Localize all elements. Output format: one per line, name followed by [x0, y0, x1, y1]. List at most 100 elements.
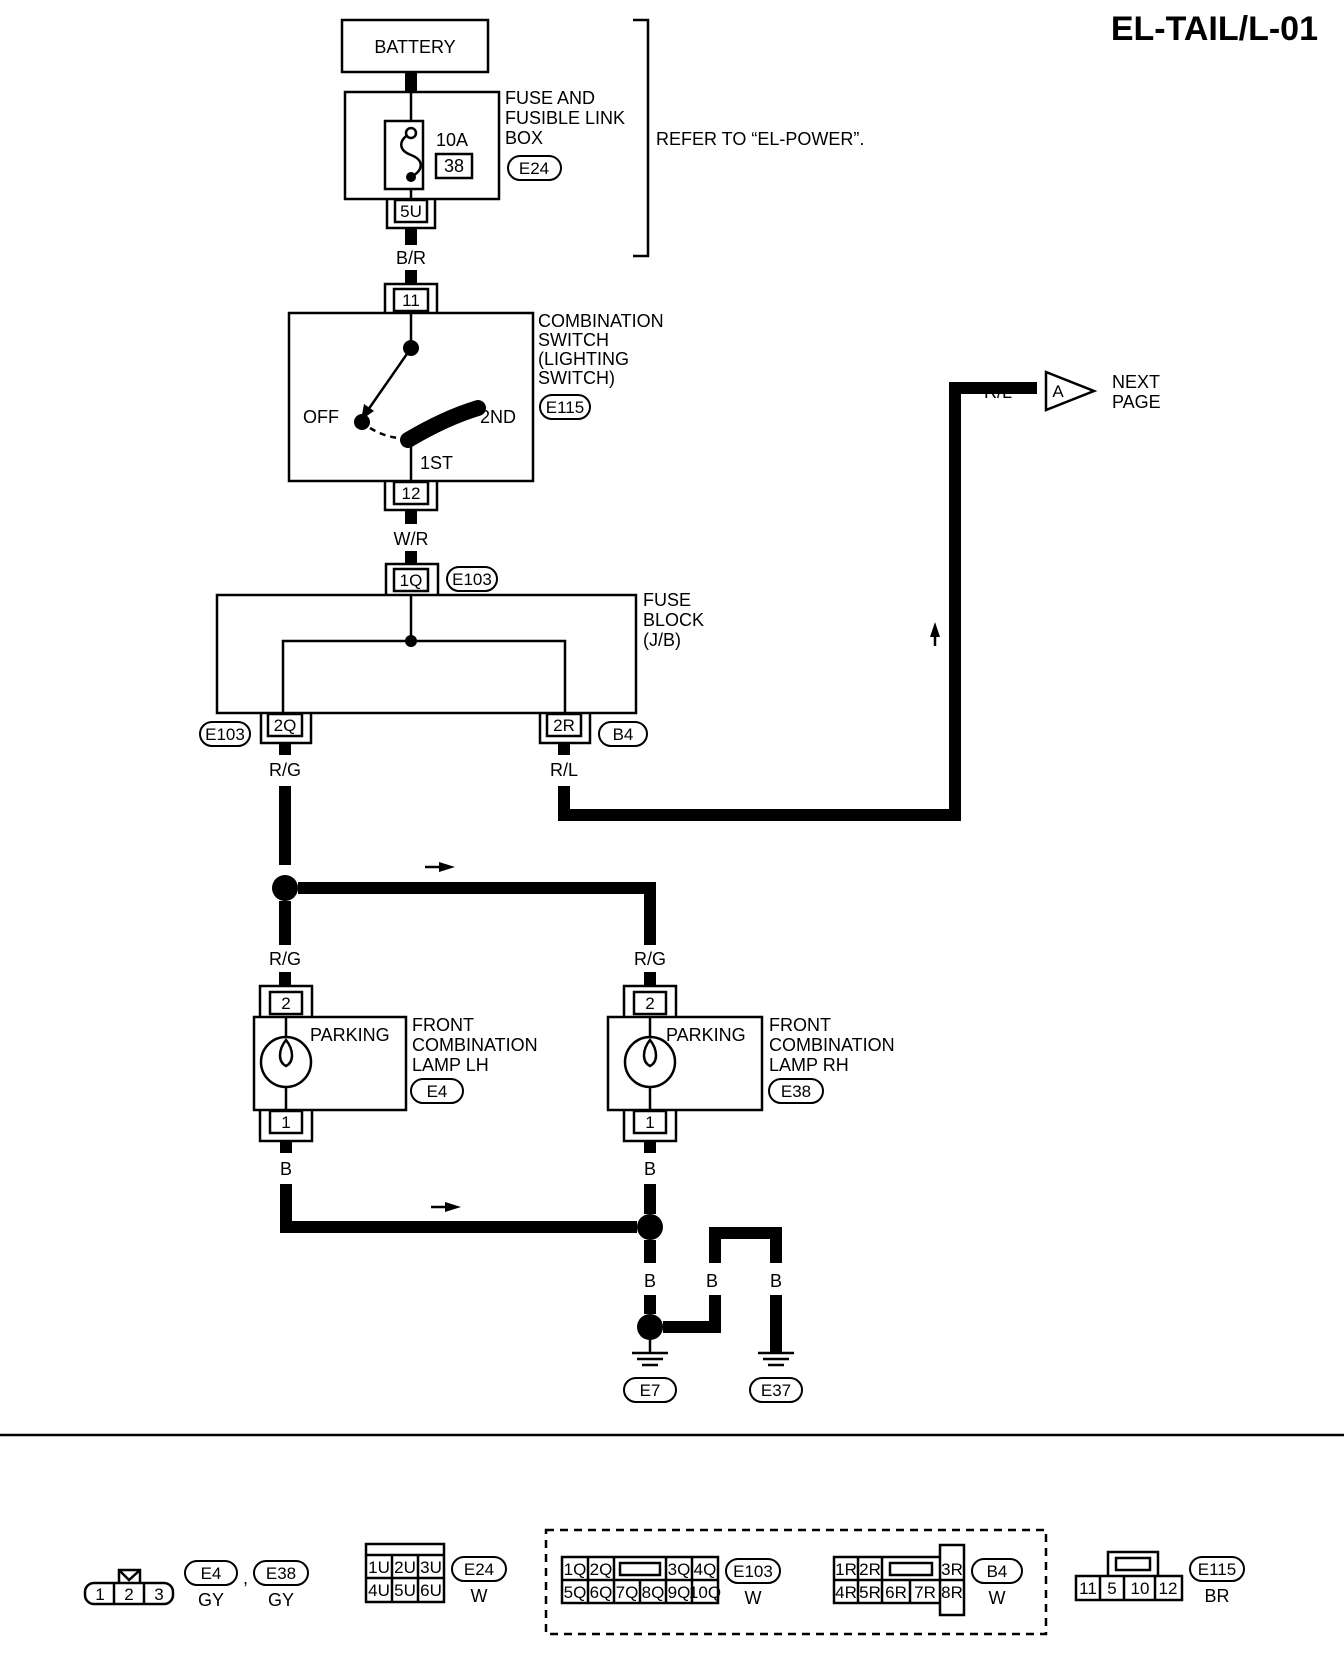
connector-view-e103: 1Q 2Q 3Q 4Q 5Q 6Q 7Q 8Q 9Q 10Q E103 W — [560, 1555, 781, 1608]
switch-label-2: SWITCH — [538, 330, 609, 350]
svg-text:3: 3 — [154, 1585, 163, 1604]
next-page-label-2: PAGE — [1112, 392, 1161, 412]
b-wire-lh — [280, 1184, 637, 1233]
svg-text:4R: 4R — [835, 1583, 857, 1602]
front-combination-lamp-lh: PARKING — [252, 1015, 408, 1112]
lamp-lh-label-3: LAMP LH — [412, 1055, 489, 1075]
refer-bracket — [633, 18, 650, 258]
svg-text:3Q: 3Q — [668, 1560, 691, 1579]
b-flow-arrow — [445, 1202, 461, 1212]
connector-view-b4: 1R 2R 3R 4R 5R 6R 7R 8R B4 W — [832, 1543, 1023, 1617]
connector-view-e24: 1U 2U 3U 4U 5U 6U E24 W — [364, 1542, 507, 1606]
refer-note: REFER TO “EL-POWER”. — [656, 129, 864, 149]
svg-text:3U: 3U — [420, 1558, 442, 1577]
svg-text:5R: 5R — [859, 1583, 881, 1602]
svg-text:2R: 2R — [553, 716, 575, 735]
switch-label-4: SWITCH) — [538, 368, 615, 388]
svg-text:2: 2 — [281, 994, 290, 1013]
lamp-rh-connector-badge: E38 — [768, 1078, 824, 1104]
svg-text:6Q: 6Q — [590, 1583, 613, 1602]
svg-text:W: W — [471, 1586, 488, 1606]
next-page-label-1: NEXT — [1112, 372, 1160, 392]
switch-label-3: (LIGHTING — [538, 349, 629, 369]
jb-connector-group — [544, 1528, 1048, 1636]
lamp-lh-connector-badge: E4 — [410, 1078, 464, 1104]
fuse-block-connector-badge-right: B4 — [598, 721, 648, 747]
fuse-box-label-1: FUSE AND — [505, 88, 595, 108]
svg-text:E24: E24 — [464, 1560, 494, 1579]
fuse-box: 10A 38 — [343, 90, 501, 201]
svg-text:2Q: 2Q — [590, 1560, 613, 1579]
svg-text:4Q: 4Q — [694, 1560, 717, 1579]
front-combination-lamp-rh: PARKING — [606, 1015, 764, 1112]
diagram-code: EL-TAIL/L-01 — [1111, 10, 1318, 48]
svg-text:B4: B4 — [987, 1562, 1008, 1581]
svg-text:3R: 3R — [941, 1560, 963, 1579]
rg-splice — [272, 875, 298, 901]
wr-wire-label: W/R — [394, 529, 429, 549]
lamp-rh-label-1: FRONT — [769, 1015, 831, 1035]
fuse-block-label-3: (J/B) — [643, 630, 681, 650]
svg-text:1U: 1U — [368, 1558, 390, 1577]
svg-text:E115: E115 — [1198, 1560, 1236, 1579]
fuse-block — [215, 593, 638, 715]
fuse-box-connector-badge: E24 — [507, 155, 562, 181]
b-splice-lower — [637, 1314, 663, 1340]
svg-text:9Q: 9Q — [668, 1583, 691, 1602]
b-wire-label-lh: B — [280, 1159, 292, 1179]
b-wire-jumper — [663, 1295, 721, 1333]
lamp-lh-pin-bottom: 1 — [258, 1109, 314, 1143]
fuse-box-connector-id: E24 — [519, 159, 549, 178]
lamp-lh-label-2: COMBINATION — [412, 1035, 538, 1055]
svg-text:1: 1 — [95, 1585, 104, 1604]
switch-terminal-12: 12 — [383, 480, 439, 512]
svg-text:2U: 2U — [394, 1558, 416, 1577]
lamp-rh-bulb-label: PARKING — [666, 1025, 746, 1045]
combination-switch: OFF 2ND 1ST — [287, 311, 535, 483]
b-wire-label-e37: B — [770, 1271, 782, 1291]
switch-connector-badge: E115 — [539, 394, 591, 420]
fuse-block-label-1: FUSE — [643, 590, 691, 610]
rl-flow-arrow — [930, 622, 940, 637]
rl-wire-label-bottom: R/L — [550, 760, 578, 780]
svg-text:BR: BR — [1204, 1586, 1229, 1606]
connector-view-e4-e38: 1 2 3 E4 , E38 GY GY — [83, 1560, 309, 1610]
svg-text:8R: 8R — [941, 1583, 963, 1602]
rg-wire-to-rh — [298, 882, 656, 945]
svg-text:E38: E38 — [266, 1564, 296, 1583]
parking-bulb-lh-icon — [259, 1035, 313, 1089]
svg-text:W: W — [989, 1588, 1006, 1608]
rg-flow-arrow — [439, 862, 455, 872]
svg-text:12: 12 — [1159, 1579, 1178, 1598]
switch-terminal-11: 11 — [383, 282, 439, 313]
fuse-block-label-2: BLOCK — [643, 610, 704, 630]
svg-text:7Q: 7Q — [616, 1583, 639, 1602]
battery-block: BATTERY — [340, 18, 490, 74]
svg-text:10Q: 10Q — [689, 1583, 721, 1602]
svg-text:11: 11 — [402, 291, 420, 310]
fuse-block-terminal-2r: 2R — [538, 712, 592, 745]
svg-text:4U: 4U — [368, 1581, 390, 1600]
svg-text:E7: E7 — [640, 1381, 661, 1400]
svg-text:W: W — [745, 1588, 762, 1608]
lamp-lh-label-1: FRONT — [412, 1015, 474, 1035]
fuse-box-label-3: BOX — [505, 128, 543, 148]
switch-pos-off: OFF — [303, 407, 339, 427]
svg-text:2: 2 — [645, 994, 654, 1013]
ground-e7: E7 — [623, 1340, 677, 1403]
svg-text:E103: E103 — [733, 1562, 773, 1581]
svg-text:1: 1 — [645, 1113, 654, 1132]
svg-text:GY: GY — [268, 1590, 294, 1610]
svg-text:1R: 1R — [835, 1560, 857, 1579]
svg-text:5U: 5U — [400, 202, 422, 221]
svg-text:6U: 6U — [420, 1581, 442, 1600]
lamp-rh-pin-top: 2 — [622, 984, 678, 1016]
fuse-terminal-5u: 5U — [385, 198, 437, 230]
lamp-rh-pin-bottom: 1 — [622, 1109, 678, 1143]
fuse-block-terminal-2q: 2Q — [259, 712, 313, 745]
connector-view-e115: 11 5 10 12 E115 BR — [1074, 1550, 1245, 1606]
svg-text:5: 5 — [1107, 1579, 1116, 1598]
rl-wire — [558, 382, 1037, 821]
svg-text:1: 1 — [281, 1113, 290, 1132]
